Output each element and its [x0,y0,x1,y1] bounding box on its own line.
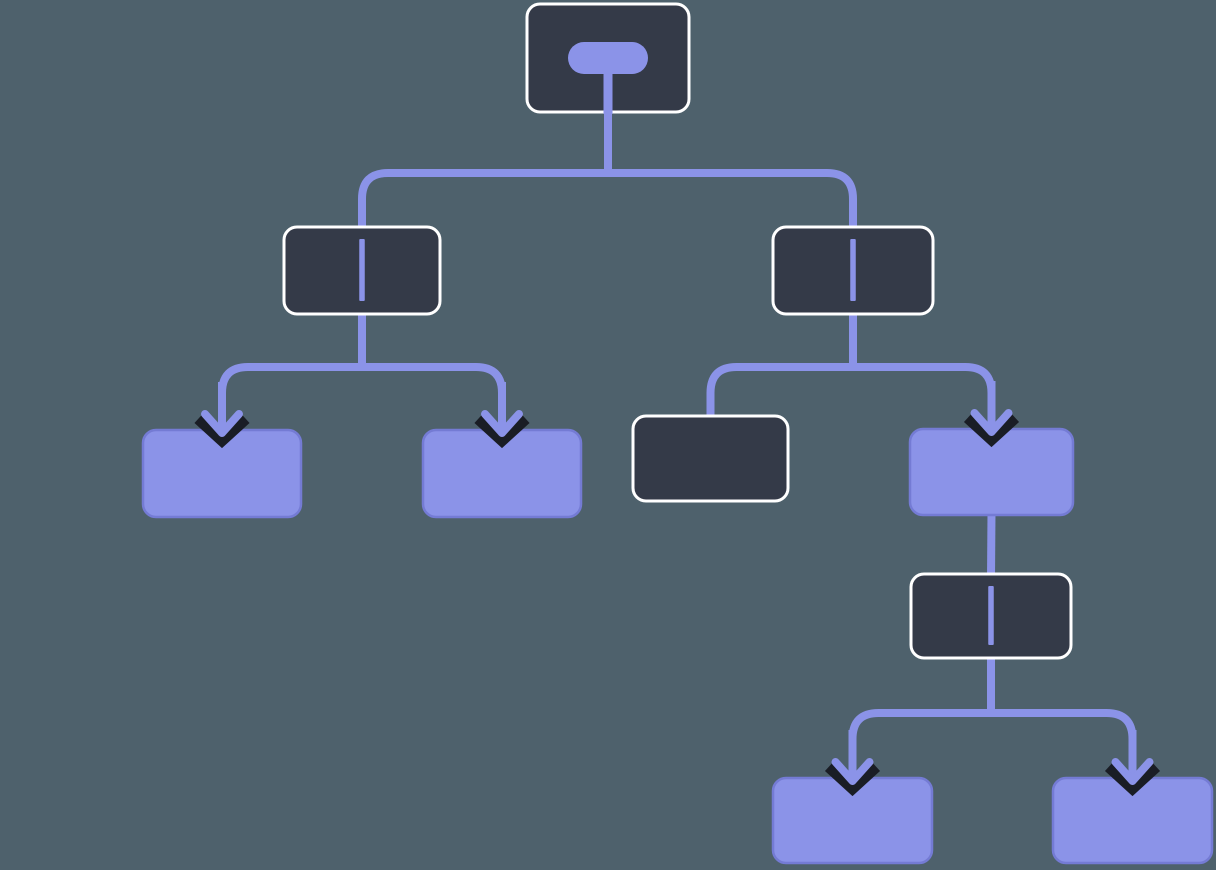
root-pill-stem [603,70,613,114]
vertical-line-icon [850,239,856,301]
icons-layer [359,42,994,645]
arrow-head-icon [201,410,243,437]
arrow-head-icon [1111,758,1154,785]
arrow-chevron-icon [474,413,530,449]
edge-branch-bottom-rail [848,709,1137,781]
edge-branch-left-rail [218,363,506,433]
arrow-head-icon [481,410,523,437]
arrow-head-icon [970,409,1013,436]
arrow-chevron-icon [824,761,881,797]
arrow-chevron-icon [1104,761,1161,797]
arrow-chevron-icon [963,412,1020,448]
nodes-layer [141,2,1214,865]
edge-root-rail [358,169,857,230]
root-pill-icon [568,42,648,74]
node-leaf-dark[interactable] [631,414,790,503]
vertical-line-icon [359,239,365,301]
arrows-layer [194,381,1161,797]
vertical-line-icon [988,586,994,645]
arrow-chevron-icon [194,413,250,449]
arrow-head-icon [831,758,874,785]
edge-leaf-mid-right-branch-bottom [987,512,996,578]
